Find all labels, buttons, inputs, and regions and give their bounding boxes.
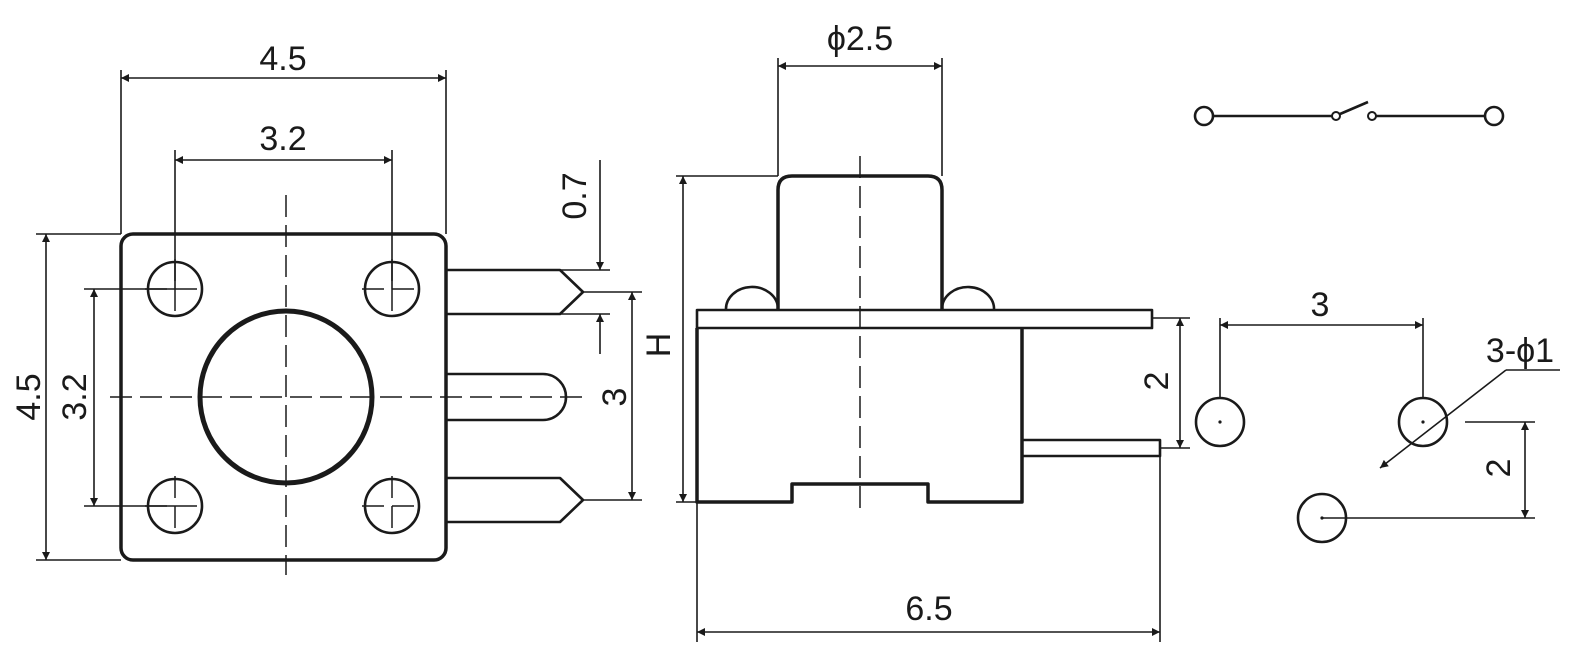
cover-plate xyxy=(695,308,1154,330)
terminal-right xyxy=(1483,105,1505,127)
label-width-holes: 3.2 xyxy=(259,120,306,158)
switch-housing xyxy=(695,328,1024,504)
pcb-footprint: 3 3-ϕ1 2 xyxy=(1194,286,1560,544)
side-lead xyxy=(1022,438,1162,458)
leader-hole-spec xyxy=(1379,369,1507,469)
label-height-h: H xyxy=(640,333,678,358)
lead-bottom xyxy=(446,476,585,524)
switch-contact-lever xyxy=(1339,100,1369,116)
label-hole-pitch-x: 3 xyxy=(1311,286,1330,324)
label-hole-spec: 3-ϕ1 xyxy=(1486,332,1554,370)
label-length: 6.5 xyxy=(905,590,952,628)
label-height-holes: 3.2 xyxy=(56,373,94,420)
terminal-left xyxy=(1193,105,1215,127)
label-lead-pitch: 3 xyxy=(596,388,634,407)
side-bump-right xyxy=(940,285,996,311)
side-view: ϕ2.5 H 6.5 2 xyxy=(640,20,1190,642)
switch-schematic xyxy=(1193,100,1505,127)
label-lead-offset: 2 xyxy=(1138,372,1176,391)
side-bump-left xyxy=(724,285,780,311)
label-height-outer: 4.5 xyxy=(10,373,48,420)
label-width-outer: 4.5 xyxy=(259,40,306,78)
label-hole-pitch-y: 2 xyxy=(1480,459,1518,478)
top-view: 4.5 3.2 4.5 3.2 3 0.7 xyxy=(10,40,642,575)
label-lead-tip: 0.7 xyxy=(556,172,594,219)
label-actuator-diameter: ϕ2.5 xyxy=(827,20,893,58)
lead-top xyxy=(446,268,585,316)
